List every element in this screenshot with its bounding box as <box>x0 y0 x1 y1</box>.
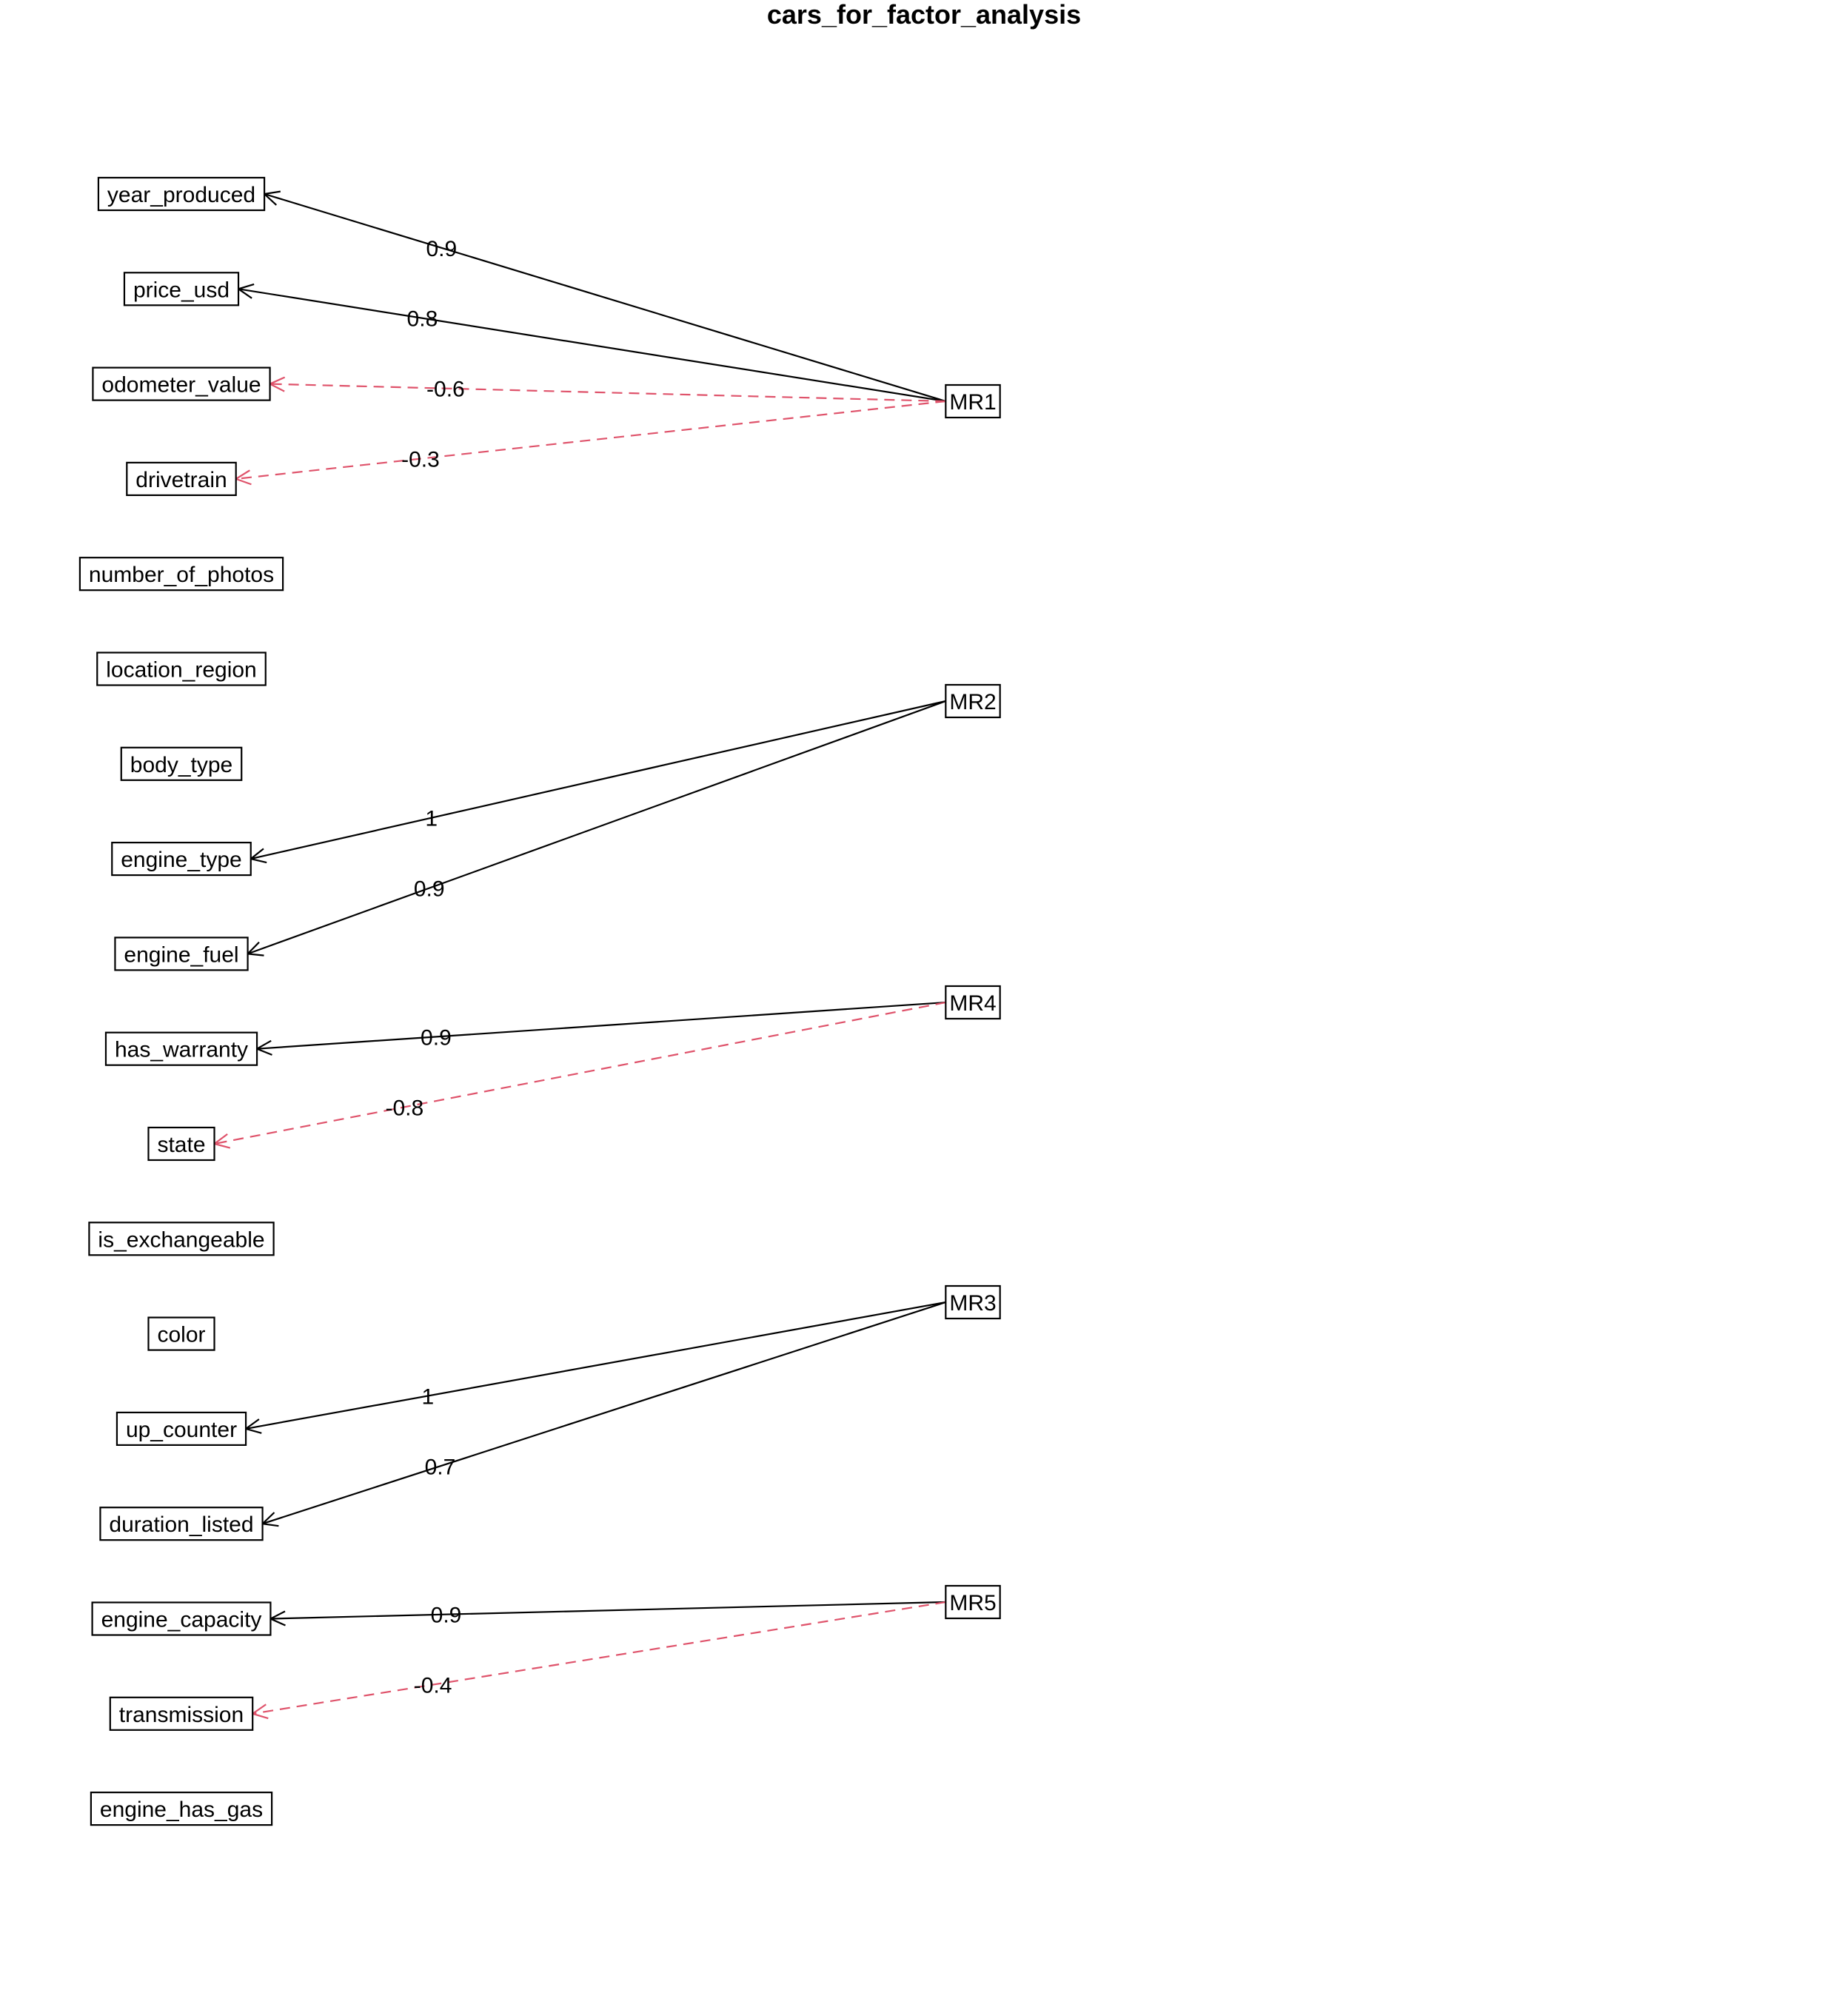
variable-label: year_produced <box>107 183 255 207</box>
variable-label: price_usd <box>133 278 230 302</box>
loading-label: 1 <box>421 1384 434 1409</box>
variable-label: engine_fuel <box>124 942 238 967</box>
variable-label: transmission <box>119 1703 244 1727</box>
variable-box <box>90 1792 273 1826</box>
factor-node: MR1 <box>945 383 1001 419</box>
variable-node: body_type <box>120 746 243 781</box>
variable-box <box>120 746 243 781</box>
variable-label: location_region <box>106 658 256 683</box>
variable-box <box>147 1126 215 1162</box>
factor-node: MR4 <box>945 985 1001 1020</box>
loading-edges <box>212 190 946 1720</box>
variable-node: odometer_value <box>92 366 271 401</box>
loading-label: 0.7 <box>425 1455 456 1479</box>
factor-label: MR3 <box>949 1291 996 1316</box>
variable-box <box>114 937 249 971</box>
variable-node: price_usd <box>123 272 240 306</box>
variable-label: up_counter <box>126 1418 237 1442</box>
loading-label: 0.9 <box>414 877 445 902</box>
variable-label: state <box>157 1133 205 1157</box>
negative-loading-edge <box>270 383 946 403</box>
loading-label: 0.9 <box>426 237 457 261</box>
variable-node: year_produced <box>97 176 266 212</box>
positive-loading-edge <box>247 700 946 955</box>
variable-label: drivetrain <box>135 468 227 492</box>
factor-label: MR1 <box>949 390 996 415</box>
variable-node: state <box>147 1126 215 1162</box>
loading-label: -0.3 <box>401 448 440 472</box>
variable-label: engine_capacity <box>101 1608 262 1632</box>
factor-box <box>945 383 1001 419</box>
factor-box <box>945 985 1001 1020</box>
variable-node: drivetrain <box>126 461 237 497</box>
variable-node: engine_capacity <box>91 1601 272 1636</box>
factor-label: MR4 <box>949 991 996 1016</box>
variable-node: is_exchangeable <box>88 1222 275 1256</box>
loading-label: 0.9 <box>431 1604 462 1628</box>
variable-box <box>116 1411 247 1447</box>
variable-box <box>123 272 240 306</box>
loading-label: 0.9 <box>421 1025 452 1050</box>
variable-node: engine_has_gas <box>90 1792 273 1826</box>
positive-loading-edge <box>264 192 946 403</box>
factor-label: MR5 <box>949 1591 996 1615</box>
variable-label: engine_has_gas <box>100 1798 263 1822</box>
variable-label: odometer_value <box>101 373 261 398</box>
positive-loading-edge <box>250 700 946 860</box>
variable-node: has_warranty <box>104 1031 258 1066</box>
factor-label: MR2 <box>949 690 996 714</box>
factor-box <box>945 683 1001 719</box>
positive-loading-edge <box>262 1301 946 1525</box>
loading-label: -0.6 <box>426 378 465 402</box>
variable-label: engine_type <box>121 848 241 872</box>
positive-loading-edge <box>270 1601 946 1620</box>
loading-label: 0.8 <box>407 307 438 332</box>
variable-label: number_of_photos <box>89 563 274 587</box>
variable-box <box>91 1601 272 1636</box>
loading-label: 1 <box>425 807 438 831</box>
factor-node: MR5 <box>945 1584 1001 1620</box>
variable-box <box>92 366 271 401</box>
variable-box <box>96 651 267 686</box>
variable-node: location_region <box>96 651 267 686</box>
variable-node: up_counter <box>116 1411 247 1447</box>
negative-loading-edge <box>214 1001 946 1145</box>
nodes: year_produced price_usd odometer_valuedriv… <box>78 176 1001 1826</box>
positive-loading-edge <box>256 1001 946 1050</box>
variable-box <box>109 1696 254 1731</box>
loading-label: -0.8 <box>386 1096 424 1120</box>
positive-loading-edge <box>245 1301 946 1430</box>
variable-node: duration_listed <box>99 1507 264 1541</box>
variable-box <box>111 841 252 877</box>
variable-box <box>88 1222 275 1256</box>
variable-box <box>104 1031 258 1066</box>
factor-node: MR3 <box>945 1284 1001 1320</box>
variable-box <box>126 461 237 497</box>
variable-node: color <box>147 1316 215 1351</box>
variable-box <box>78 557 284 592</box>
variable-label: color <box>157 1323 205 1347</box>
loading-labels: 0.9 0.8 -0.6 -0.3 1 0.9 0.9 -0.8 1 0.7 0.9 -0.4 <box>386 237 465 1698</box>
variable-label: body_type <box>130 753 232 777</box>
loading-label: -0.4 <box>414 1674 452 1698</box>
variable-node: engine_type <box>111 841 252 877</box>
variable-box <box>99 1507 264 1541</box>
variable-label: is_exchangeable <box>98 1227 264 1252</box>
variable-box <box>147 1316 215 1351</box>
variable-label: duration_listed <box>109 1512 253 1537</box>
variable-node: engine_fuel <box>114 937 249 971</box>
variable-node: transmission <box>109 1696 254 1731</box>
variable-box <box>97 176 266 212</box>
factor-box <box>945 1584 1001 1620</box>
variable-node: number_of_photos <box>78 557 284 592</box>
factor-box <box>945 1284 1001 1320</box>
factor-node: MR2 <box>945 683 1001 719</box>
positive-loading-edge <box>238 288 946 403</box>
negative-loading-edge <box>252 1601 946 1715</box>
diagram-title: cars_for_factor_analysis <box>767 0 1081 30</box>
variable-label: has_warranty <box>115 1038 248 1062</box>
